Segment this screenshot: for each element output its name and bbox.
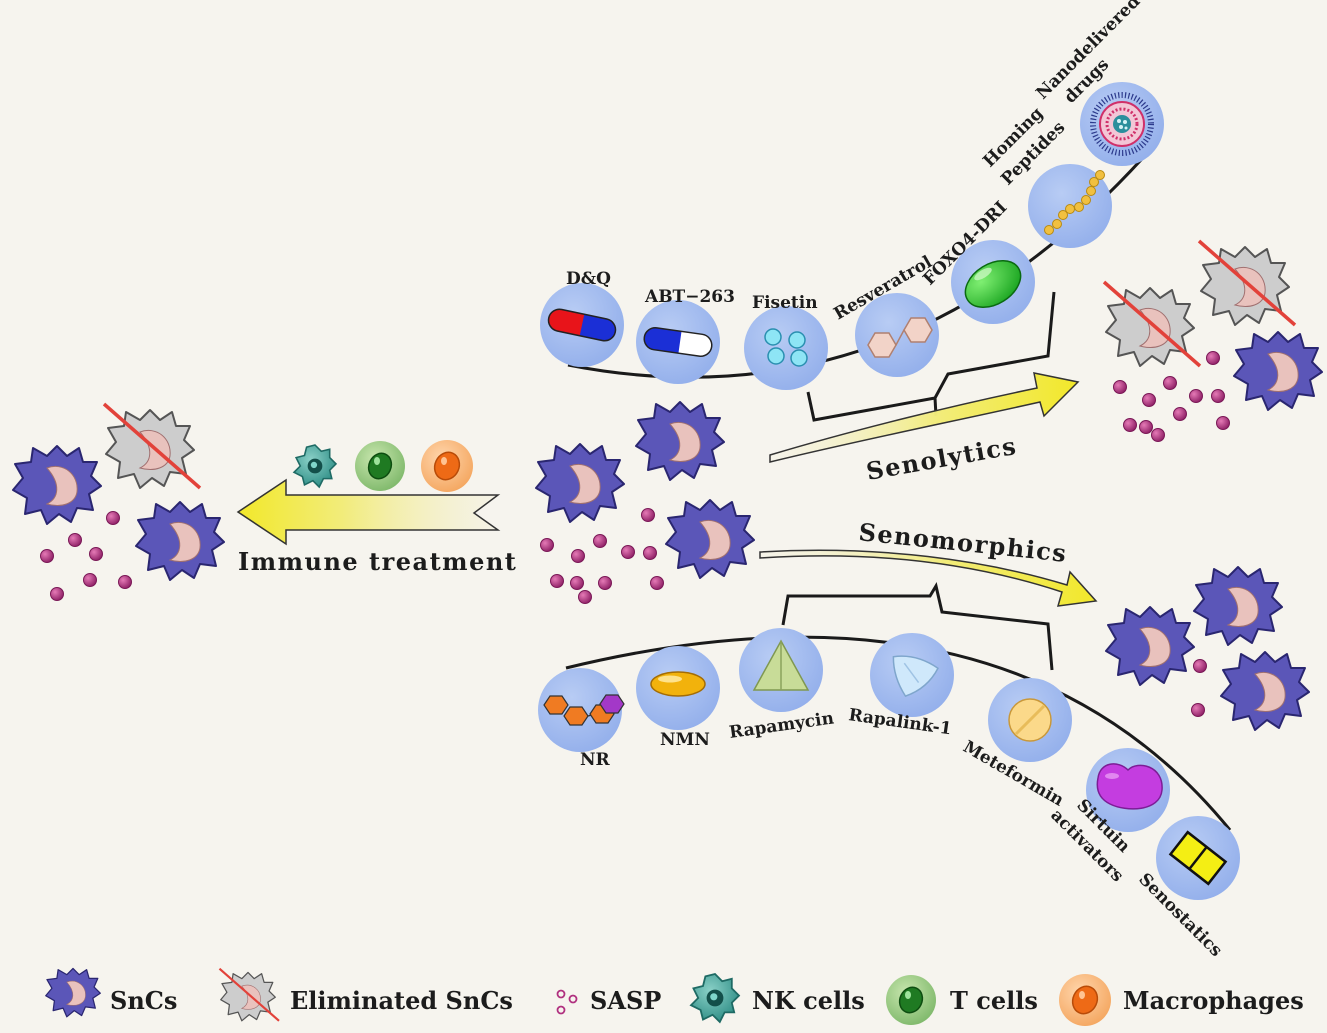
svg-text:ABT−263: ABT−263 [644, 287, 735, 307]
svg-text:SASP: SASP [590, 986, 661, 1015]
drug-nr: NR [538, 668, 625, 770]
senomorphics-result-cluster [1105, 566, 1310, 731]
four-dots-icon [764, 328, 808, 367]
legend-item-sncs: SnCs [45, 967, 177, 1018]
eliminated-cell-icon [218, 967, 281, 1022]
blue-white-capsule-icon [643, 327, 713, 357]
drug-meteformin: Meteformin [960, 678, 1072, 811]
source-snc-cluster [535, 401, 755, 604]
senomorphics-bracket [781, 582, 1054, 671]
svg-text:Fisetin: Fisetin [752, 293, 818, 313]
immune-treatment-arrow [236, 478, 501, 546]
senomorphics-label: Senomorphics [857, 517, 1068, 568]
nk-cell-icon [690, 973, 740, 1023]
legend-item-nk-cells: NK cells [690, 973, 865, 1023]
immune-cells-row [293, 439, 474, 493]
senolytics-bracket [806, 291, 1056, 422]
svg-text:Eliminated SnCs: Eliminated SnCs [290, 986, 513, 1015]
drug-dq: D&Q [540, 269, 624, 367]
senomorphics-arc [565, 635, 1232, 831]
macrophage-icon [1058, 973, 1112, 1027]
macrophage-icon [420, 439, 474, 493]
red-blue-capsule-icon [547, 308, 617, 342]
nanoparticle-icon [1090, 92, 1154, 156]
nk-cell-icon [293, 444, 337, 488]
drug-sirtuin-activators: Sirtuin activators [1046, 748, 1170, 886]
senomorphics-arrow [759, 549, 1098, 607]
senolytics-label: Senolytics [864, 431, 1019, 486]
rounded-triangle-tablet-icon [892, 655, 939, 698]
svg-text:Rapamycin: Rapamycin [728, 708, 835, 742]
legend-item-macrophages: Macrophages [1058, 973, 1304, 1027]
drug-rapamycin: Rapamycin [728, 628, 835, 743]
drug-foxo4dri: FOXO4-DRI [919, 198, 1035, 324]
svg-text:NR: NR [580, 750, 611, 770]
svg-text:Macrophages: Macrophages [1123, 986, 1304, 1015]
triangle-tablet-icon [752, 639, 810, 691]
senolytics-arrow [769, 372, 1080, 463]
svg-text:NMN: NMN [660, 730, 710, 750]
legend-item-t-cells: T cells [885, 974, 1038, 1026]
legend-item-eliminated-sncs: Eliminated SnCs [218, 967, 513, 1022]
round-tablet-icon [1008, 698, 1052, 742]
drug-senostatics: Senostatics [1134, 816, 1240, 961]
svg-text:SnCs: SnCs [110, 986, 177, 1015]
bead-chain-icon [1044, 170, 1105, 235]
svg-text:D&Q: D&Q [566, 269, 611, 289]
immune-result-cluster [12, 402, 225, 601]
senescent-cell-icon [45, 967, 101, 1018]
sasp-dots-icon [556, 989, 578, 1015]
legend-item-sasp: SASP [556, 986, 661, 1015]
softgel-icon [650, 671, 706, 697]
drug-fisetin: Fisetin [744, 293, 828, 390]
senolytics-result-cluster [1102, 239, 1323, 442]
hexagon-molecule-icon [543, 694, 625, 726]
drug-resveratrol: Resveratrol [831, 252, 939, 377]
square-tablet-icon [1168, 830, 1228, 886]
legend: SnCs Eliminated SnCs SASP NK cells T cel… [45, 967, 1304, 1027]
drug-rapalink1: Rapalink-1 [847, 633, 954, 739]
immune-treatment-label: Immune treatment [238, 547, 517, 576]
svg-text:NK cells: NK cells [752, 986, 865, 1015]
t-cell-icon [885, 974, 937, 1026]
drug-nmn: NMN [636, 646, 720, 750]
green-oval-pill-icon [964, 260, 1022, 308]
molecule-icon [867, 317, 933, 358]
bean-pill-icon [1096, 763, 1163, 810]
t-cell-icon [354, 440, 406, 492]
drug-abt263: ABT−263 [636, 287, 735, 384]
svg-text:T cells: T cells [950, 986, 1038, 1015]
